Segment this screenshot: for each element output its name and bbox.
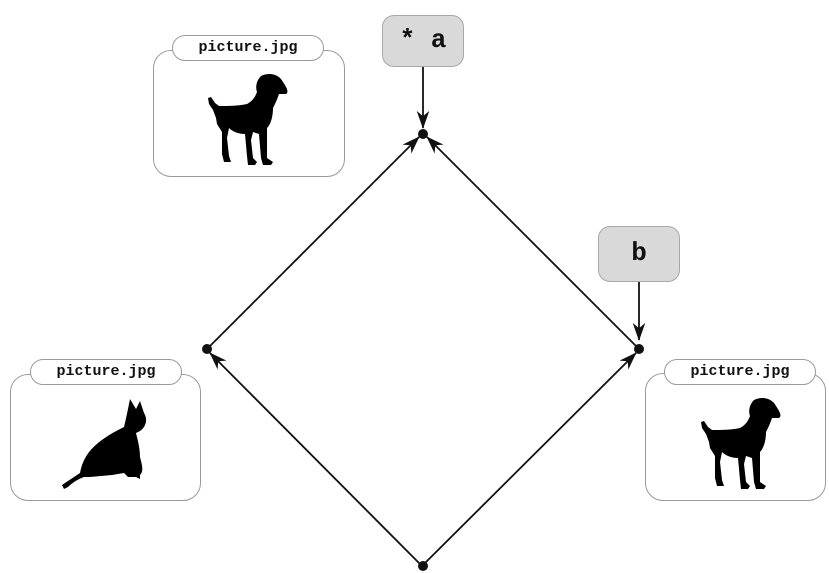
commit-node-right — [634, 344, 644, 354]
cat-silhouette-icon — [62, 399, 147, 489]
edge-bottom-to-left — [209, 352, 423, 567]
branch-ref-label: b — [598, 226, 680, 282]
dog-silhouette-icon — [701, 398, 781, 489]
commit-node-left — [202, 344, 212, 354]
file-name-left: picture.jpg — [30, 359, 182, 385]
file-name-top-left: picture.jpg — [172, 35, 324, 61]
commit-node-top — [418, 129, 428, 139]
file-name-right: picture.jpg — [664, 359, 816, 385]
edge-bottom-to-right — [421, 352, 637, 567]
edge-right-to-top — [426, 136, 640, 350]
dog-silhouette-icon — [208, 74, 288, 165]
commit-node-bottom — [418, 561, 428, 571]
head-ref-label: * a — [382, 15, 464, 67]
edge-left-to-top — [206, 136, 420, 350]
